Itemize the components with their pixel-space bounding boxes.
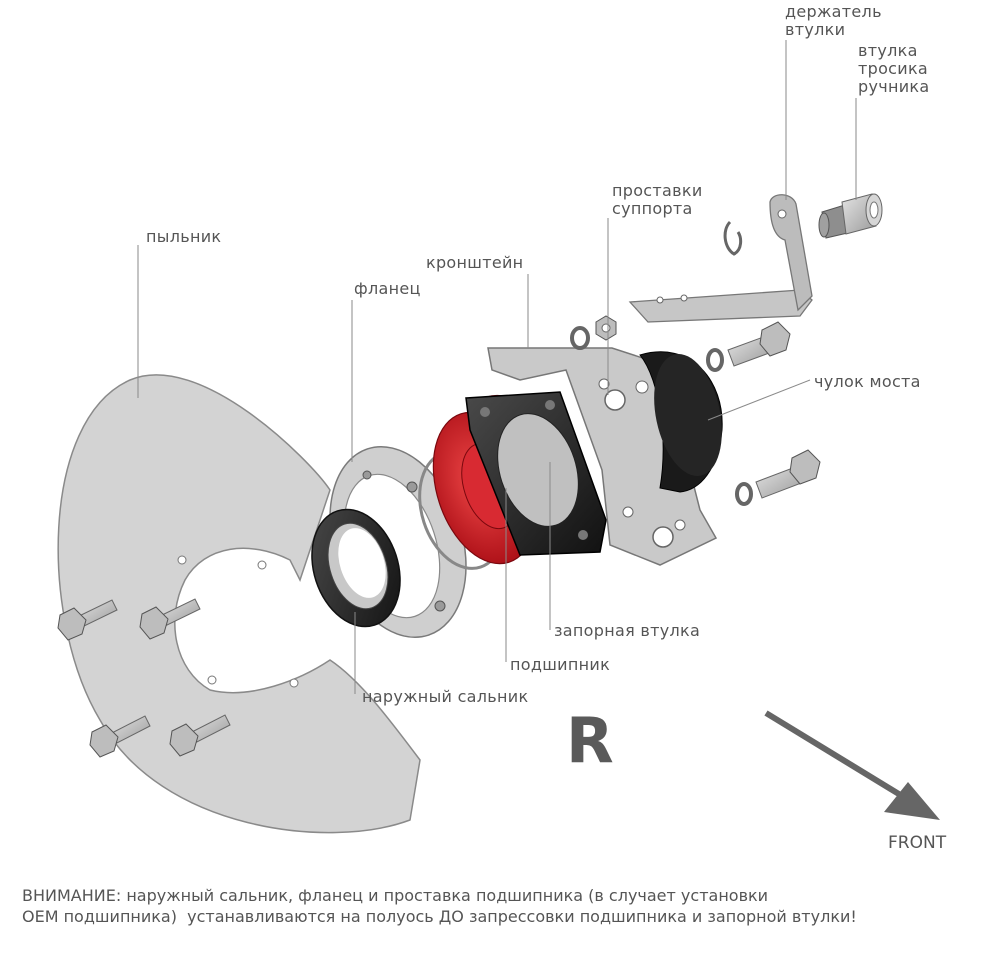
label-axle-tube: чулок моста	[814, 372, 921, 391]
side-letter: R	[566, 704, 614, 777]
bolt	[139, 598, 201, 640]
label-outer-seal: наружный сальник	[362, 687, 529, 706]
leader-lines	[137, 40, 857, 694]
bolt	[57, 599, 118, 641]
bolt	[169, 714, 231, 757]
bearing-housing	[465, 391, 607, 556]
label-sleeve-holder: держатель втулки	[785, 2, 882, 39]
label-cable-sleeve: втулка тросика ручника	[858, 41, 930, 96]
label-flange: фланец	[354, 279, 421, 298]
upper-bolt	[706, 321, 791, 372]
sleeve-holder	[628, 194, 813, 323]
leader-chulok	[707, 379, 811, 421]
label-caliper-spacers: проставки суппорта	[612, 181, 703, 218]
clip	[723, 220, 743, 256]
bolt	[89, 715, 151, 758]
front-arrow	[764, 710, 940, 820]
label-bracket: кронштейн	[426, 253, 524, 272]
cable-sleeve	[818, 193, 883, 239]
front-label: FRONT	[888, 833, 947, 853]
axle-tube	[639, 351, 723, 493]
outer-seal	[311, 508, 401, 628]
warning-text: ВНИМАНИЕ: наружный сальник, фланец и про…	[22, 886, 857, 926]
lower-bolt	[735, 449, 821, 506]
label-dust-shield: пыльник	[146, 227, 222, 246]
label-bearing: подшипник	[510, 655, 611, 674]
caliper-spacers	[570, 315, 617, 350]
label-lock-sleeve: запорная втулка	[554, 621, 701, 640]
shield-bolts	[57, 598, 231, 758]
